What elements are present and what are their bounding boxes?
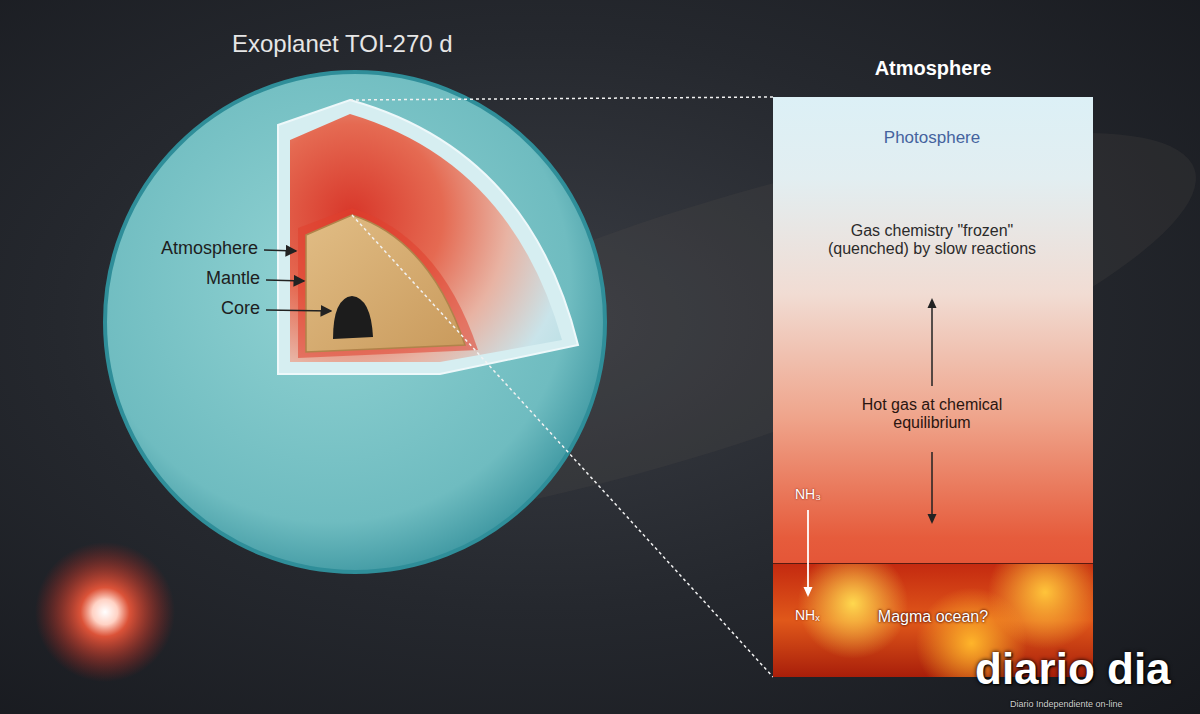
molecule-label: NH₃ <box>795 486 821 502</box>
diagram-title: Exoplanet TOI-270 d <box>232 30 453 58</box>
leader-arrow <box>266 280 304 281</box>
red-star <box>35 542 175 682</box>
layer-note: Hot gas at chemical equilibrium <box>837 396 1027 433</box>
reaction-arrow <box>807 510 809 588</box>
atmosphere-layer <box>290 114 562 362</box>
arrow-head <box>928 514 937 524</box>
watermark: diario dia <box>975 644 1171 695</box>
hot-glow <box>298 208 478 358</box>
mantle-layer <box>306 215 465 352</box>
planet <box>105 72 605 572</box>
node-heading: Magma ocean? <box>773 608 1093 626</box>
watermark: Diario Independiente on-line <box>1010 699 1123 709</box>
arrow-head <box>804 587 813 597</box>
down-arrow <box>931 452 933 516</box>
zoom-line <box>350 97 773 100</box>
atmosphere-panel: AtmosphereMagma ocean? <box>773 97 1093 677</box>
part-name: Mantle <box>206 268 260 289</box>
node-heading: Atmosphere <box>773 57 1093 80</box>
leader-arrow <box>266 310 331 311</box>
layer-note: Gas chemistry "frozen" (quenched) by slo… <box>816 222 1048 259</box>
part-name: Core <box>221 298 260 319</box>
zoom-line <box>352 215 773 677</box>
cutaway-rim <box>278 100 578 374</box>
arrow-head <box>928 298 937 308</box>
part-name: Atmosphere <box>161 238 258 259</box>
molecule-label: NHₓ <box>795 607 820 623</box>
up-arrow <box>931 306 933 386</box>
layer-label: Photosphere <box>782 128 1082 148</box>
leader-arrow <box>264 250 296 251</box>
core <box>333 296 373 339</box>
